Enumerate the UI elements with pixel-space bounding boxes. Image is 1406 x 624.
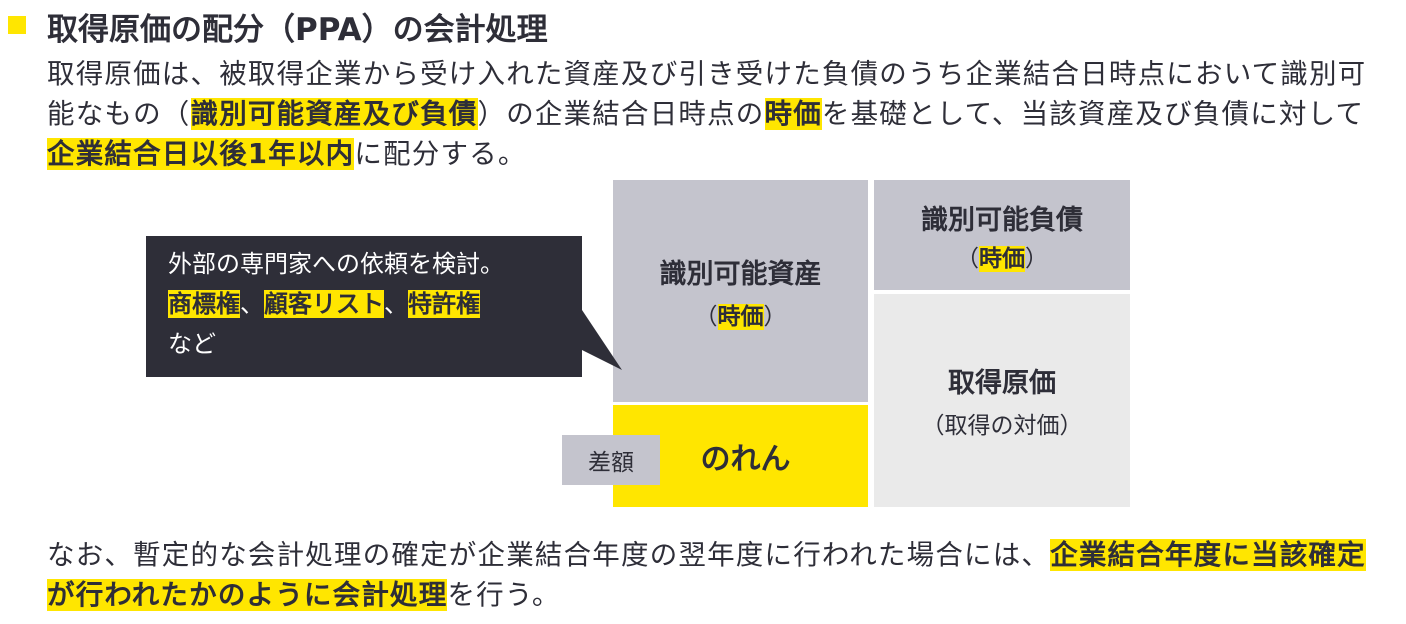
callout-item: 特許権 (408, 290, 480, 318)
text: ）の企業結合日時点の (477, 98, 765, 130)
title-bullet (8, 16, 26, 34)
cost-sub: （取得の対価） (921, 413, 1083, 439)
highlight: 時価 (764, 98, 822, 130)
text: を行う。 (447, 579, 561, 611)
callout-text: など (168, 330, 216, 358)
text: に配分する。 (354, 138, 527, 170)
callout-pointer (582, 310, 622, 370)
intro-paragraph: 取得原価は、被取得企業から受け入れた資産及び引き受けた負債のうち企業結合日時点に… (47, 54, 1366, 174)
assets-label: 識別可能資産 (659, 258, 822, 290)
highlight: が行われたかのように会計処理 (47, 579, 448, 611)
identifiable-liabilities-box: 識別可能負債 （時価） (874, 180, 1130, 290)
note-paragraph: なお、暫定的な会計処理の確定が企業結合年度の翌年度に行われた場合には、企業結合年… (47, 535, 1366, 615)
assets-fair-value: （時価） (694, 303, 787, 330)
callout-text: 外部の専門家への依頼を検討。 (168, 250, 504, 278)
difference-label: 差額 (562, 435, 660, 485)
highlight: 企業結合日以後1年以内 (47, 138, 355, 170)
text: 能なもの（ (47, 98, 191, 130)
liabilities-label: 識別可能負債 (921, 204, 1083, 236)
text: を基礎として、当該資産及び負債に対して (821, 98, 1365, 130)
page-title: 取得原価の配分（PPA）の会計処理 (47, 12, 548, 48)
goodwill-label: のれん (700, 442, 791, 477)
liabilities-fair-value: （時価） (956, 245, 1048, 272)
identifiable-assets-box: 識別可能資産 （時価） (613, 180, 868, 402)
cost-label: 取得原価 (948, 368, 1056, 399)
callout-item: 商標権 (168, 290, 240, 318)
acquisition-cost-box: 取得原価 （取得の対価） (874, 294, 1130, 507)
callout-item: 顧客リスト (264, 290, 384, 318)
highlight: 企業結合年度に当該確定 (1050, 539, 1366, 571)
text: 取得原価は、被取得企業から受け入れた資産及び引き受けた負債のうち企業結合日時点に… (47, 58, 1367, 90)
text: なお、暫定的な会計処理の確定が企業結合年度の翌年度に行われた場合には、 (47, 539, 1051, 571)
highlight: 識別可能資産及び負債 (190, 98, 478, 130)
callout-bubble: 外部の専門家への依頼を検討。 商標権、顧客リスト、特許権 など (146, 236, 582, 377)
